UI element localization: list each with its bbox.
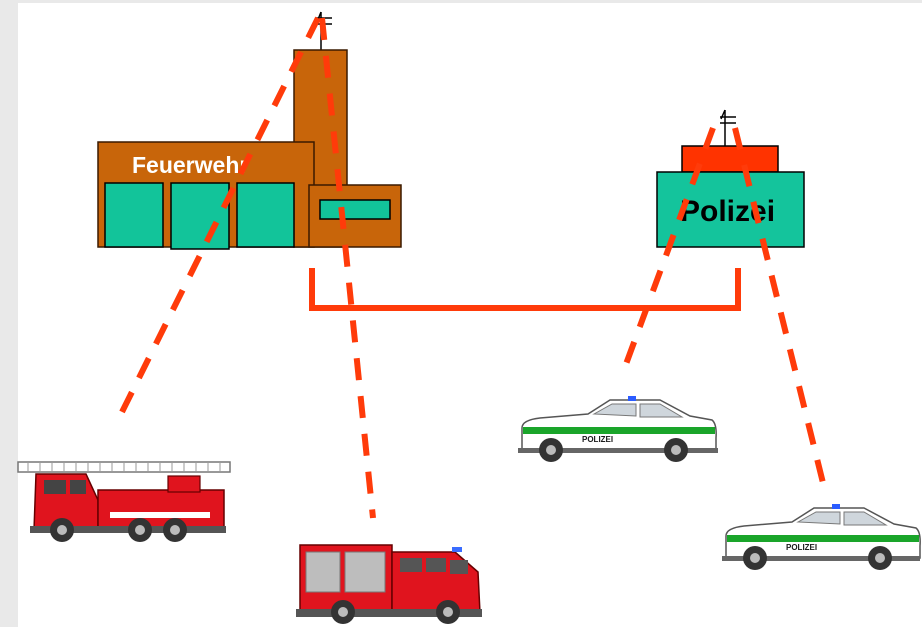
police-car-icon: POLIZEI (722, 504, 921, 570)
annex-window (319, 199, 391, 220)
garage-door (104, 182, 164, 248)
antenna-icon (720, 109, 736, 146)
radio-links (119, 16, 829, 519)
left-frame-strip (0, 0, 18, 627)
police-car-2-label: POLIZEI (786, 543, 817, 552)
garage-door (170, 182, 230, 250)
police-car-icon: POLIZEI (518, 396, 718, 462)
wired-link (309, 268, 741, 311)
radio-link-police-car-2 (732, 127, 829, 496)
radio-link-fire-engine (319, 17, 376, 519)
police-station: Polizei (656, 109, 805, 248)
top-frame-strip (0, 0, 922, 3)
radio-link-police-car-1 (619, 126, 716, 377)
fire-engine-icon (296, 544, 482, 624)
police-station-label: Polizei (680, 195, 775, 228)
fire-station: Feuerwehr (97, 11, 402, 250)
garage-door (236, 182, 295, 248)
fire-station-label: Feuerwehr (132, 152, 248, 178)
police-station-building (656, 171, 805, 248)
police-car-1-label: POLIZEI (582, 435, 613, 444)
fire-ladder-truck-icon (17, 461, 231, 542)
